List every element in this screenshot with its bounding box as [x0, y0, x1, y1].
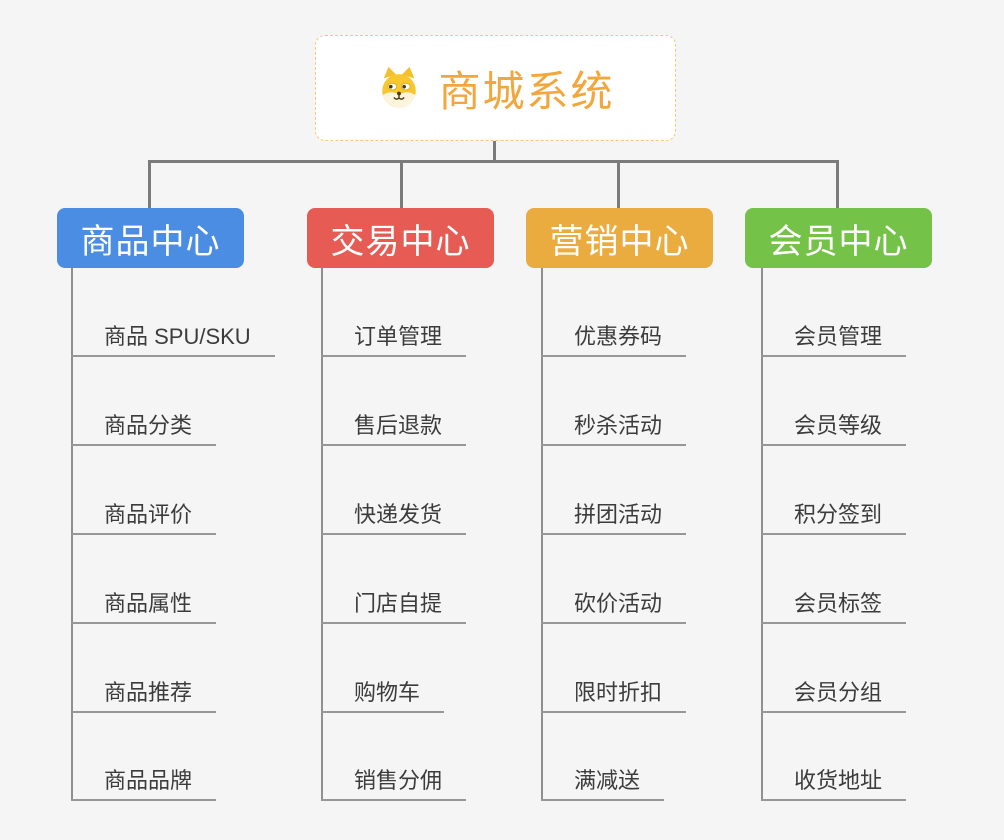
- leaf-node[interactable]: 会员分组: [761, 673, 907, 713]
- branch-children-product-center: 商品 SPU/SKU 商品分类 商品评价 商品属性 商品推荐 商品品牌: [71, 268, 306, 803]
- leaf-label: 积分签到: [794, 502, 883, 527]
- connector-drop: [617, 160, 620, 208]
- leaf-node[interactable]: 商品属性: [71, 584, 217, 624]
- leaf-node[interactable]: 商品推荐: [71, 673, 217, 713]
- leaf-node[interactable]: 积分签到: [761, 495, 907, 535]
- leaf-node[interactable]: 商品品牌: [71, 761, 217, 801]
- branch-label: 会员中心: [768, 222, 909, 261]
- leaf-label: 商品评价: [104, 502, 193, 527]
- leaf-label: 销售分佣: [354, 768, 443, 793]
- leaf-node[interactable]: 会员管理: [761, 317, 907, 357]
- root-node-title: 商城系统: [438, 67, 615, 115]
- leaf-label: 商品分类: [104, 413, 193, 438]
- connector-drop: [836, 160, 839, 208]
- leaf-label: 商品属性: [104, 591, 193, 616]
- leaf-node[interactable]: 收货地址: [761, 761, 907, 801]
- connector-drop: [400, 160, 403, 208]
- leaf-node[interactable]: 商品分类: [71, 406, 217, 446]
- branch-node-product-center[interactable]: 商品中心: [57, 208, 244, 268]
- root-node[interactable]: 商城系统: [315, 35, 676, 141]
- leaf-label: 会员分组: [794, 680, 883, 705]
- leaf-label: 优惠券码: [574, 324, 663, 349]
- leaf-node[interactable]: 销售分佣: [321, 761, 467, 801]
- branch-children-trade-center: 订单管理 售后退款 快递发货 门店自提 购物车 销售分佣: [321, 268, 556, 803]
- leaf-label: 会员等级: [794, 413, 883, 438]
- branch-node-trade-center[interactable]: 交易中心: [307, 208, 494, 268]
- shiba-dog-icon: [376, 65, 422, 111]
- leaf-label: 限时折扣: [574, 680, 663, 705]
- leaf-node[interactable]: 满减送: [541, 761, 665, 801]
- leaf-label: 满减送: [574, 768, 641, 793]
- connector-bus: [148, 160, 839, 163]
- leaf-node[interactable]: 会员等级: [761, 406, 907, 446]
- leaf-node[interactable]: 售后退款: [321, 406, 467, 446]
- leaf-node[interactable]: 商品评价: [71, 495, 217, 535]
- leaf-label: 商品推荐: [104, 680, 193, 705]
- leaf-node[interactable]: 快递发货: [321, 495, 467, 535]
- leaf-node[interactable]: 购物车: [321, 673, 445, 713]
- leaf-label: 快递发货: [354, 502, 443, 527]
- connector-root-stub: [493, 141, 496, 162]
- leaf-node[interactable]: 砍价活动: [541, 584, 687, 624]
- leaf-node[interactable]: 订单管理: [321, 317, 467, 357]
- leaf-label: 拼团活动: [574, 502, 663, 527]
- leaf-label: 商品 SPU/SKU: [104, 324, 251, 349]
- connector-drop: [148, 160, 151, 208]
- leaf-label: 会员管理: [794, 324, 883, 349]
- leaf-label: 售后退款: [354, 413, 443, 438]
- leaf-label: 商品品牌: [104, 768, 193, 793]
- leaf-label: 秒杀活动: [574, 413, 663, 438]
- branch-node-marketing-center[interactable]: 营销中心: [526, 208, 713, 268]
- leaf-label: 订单管理: [354, 324, 443, 349]
- leaf-node[interactable]: 会员标签: [761, 584, 907, 624]
- leaf-node[interactable]: 秒杀活动: [541, 406, 687, 446]
- leaf-node[interactable]: 优惠券码: [541, 317, 687, 357]
- leaf-node[interactable]: 商品 SPU/SKU: [71, 317, 275, 357]
- branch-node-member-center[interactable]: 会员中心: [745, 208, 932, 268]
- leaf-label: 门店自提: [354, 591, 443, 616]
- branch-children-member-center: 会员管理 会员等级 积分签到 会员标签 会员分组 收货地址: [761, 268, 996, 803]
- leaf-node[interactable]: 门店自提: [321, 584, 467, 624]
- leaf-label: 会员标签: [794, 591, 883, 616]
- leaf-label: 砍价活动: [574, 591, 663, 616]
- branch-label: 商品中心: [80, 222, 221, 261]
- leaf-label: 购物车: [354, 680, 421, 705]
- branch-children-marketing-center: 优惠券码 秒杀活动 拼团活动 砍价活动 限时折扣 满减送: [541, 268, 776, 803]
- leaf-node[interactable]: 限时折扣: [541, 673, 687, 713]
- leaf-label: 收货地址: [794, 768, 883, 793]
- branch-label: 营销中心: [549, 222, 690, 261]
- leaf-node[interactable]: 拼团活动: [541, 495, 687, 535]
- branch-label: 交易中心: [330, 222, 471, 261]
